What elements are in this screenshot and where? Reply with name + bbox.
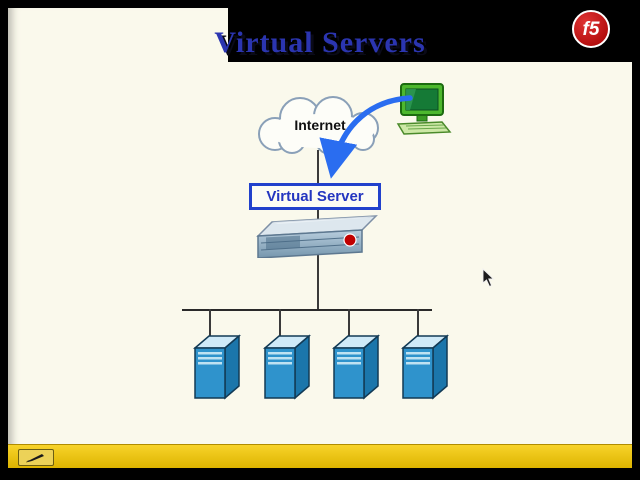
internet-label: Internet bbox=[294, 117, 346, 133]
server-tower bbox=[262, 334, 312, 400]
drop-line-2 bbox=[279, 309, 281, 336]
virtual-server-label: Virtual Server bbox=[266, 188, 364, 205]
pen-tool-button[interactable] bbox=[18, 449, 54, 466]
virtual-server-box: Virtual Server bbox=[249, 183, 381, 210]
bottom-toolbar bbox=[8, 444, 632, 468]
client-to-server-arrow bbox=[319, 95, 413, 179]
top-black-band bbox=[228, 0, 640, 62]
f5-logo-text: f5 bbox=[582, 18, 600, 40]
f5-logo: f5 bbox=[572, 10, 610, 48]
client-computer-icon bbox=[396, 83, 452, 135]
drop-line-1 bbox=[209, 309, 211, 336]
bigip-appliance bbox=[256, 215, 378, 258]
network-bus-line bbox=[182, 309, 432, 311]
pen-tool-icon bbox=[26, 454, 44, 463]
server-tower bbox=[331, 334, 381, 400]
mouse-cursor bbox=[482, 268, 495, 288]
internet-cloud bbox=[258, 96, 379, 155]
drop-line-4 bbox=[417, 309, 419, 336]
cloud-to-vs-line bbox=[317, 150, 319, 183]
slide-title: Virtual Servers bbox=[214, 26, 426, 59]
server-tower bbox=[192, 334, 242, 400]
drop-line-3 bbox=[348, 309, 350, 336]
server-tower bbox=[400, 334, 450, 400]
vs-to-bus-line bbox=[317, 210, 319, 310]
